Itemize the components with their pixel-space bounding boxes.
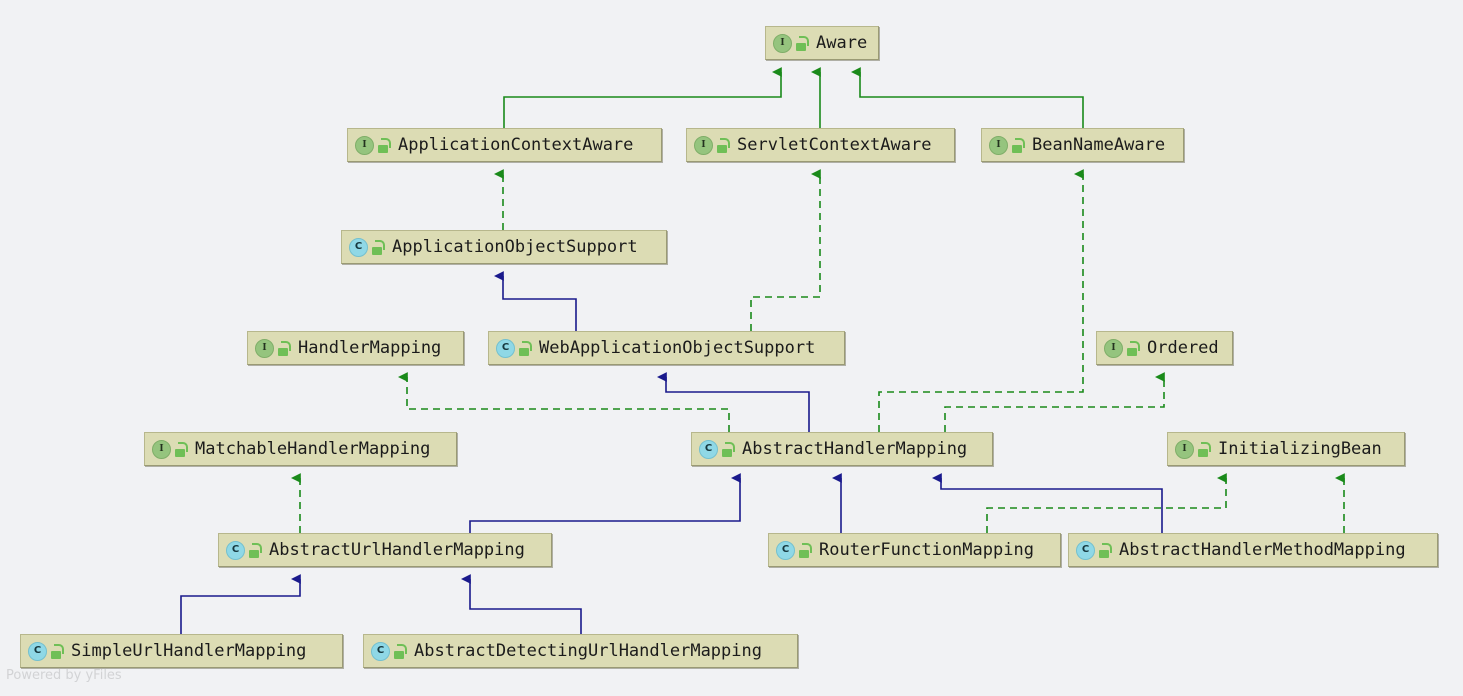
class-badge-icon: C — [371, 641, 390, 661]
interface-badge-icon: I — [989, 135, 1008, 155]
interface-badge-icon: I — [255, 338, 274, 358]
interface-badge-icon: I — [1104, 338, 1123, 358]
unlocked-padlock-icon — [248, 542, 262, 558]
unlocked-padlock-icon — [1197, 441, 1211, 457]
interface-badge-icon: I — [355, 135, 374, 155]
class-badge-icon: C — [1076, 540, 1095, 560]
edge-abstracthandlermapping-to-webapplicationobjectsupport — [656, 372, 810, 432]
edge-routerfunctionmapping-to-initializingbean — [986, 473, 1227, 533]
unlocked-padlock-icon — [393, 643, 407, 659]
node-handlermapping[interactable]: I HandlerMapping — [247, 331, 464, 365]
node-label: ApplicationContextAware — [398, 134, 634, 155]
edge-webapplicationobjectsupport-to-applicationobjectsupport — [493, 271, 577, 331]
node-label: AbstractHandlerMapping — [742, 438, 968, 459]
node-label: AbstractHandlerMethodMapping — [1119, 539, 1406, 560]
node-label: ApplicationObjectSupport — [392, 236, 638, 257]
node-servletctxaware[interactable]: I ServletContextAware — [686, 128, 955, 162]
node-label: Ordered — [1147, 337, 1219, 358]
interface-badge-icon: I — [773, 33, 792, 53]
edge-simpleurlhandlermapping-to-abstracturlhandlermapping — [180, 574, 301, 634]
node-label: InitializingBean — [1218, 438, 1382, 459]
unlocked-padlock-icon — [1011, 137, 1025, 153]
edge-beannameaware-to-aware — [850, 67, 1084, 128]
node-label: HandlerMapping — [298, 337, 442, 358]
unlocked-padlock-icon — [1098, 542, 1112, 558]
node-appobjsupport[interactable]: C ApplicationObjectSupport — [341, 230, 667, 264]
node-matchablehm[interactable]: I MatchableHandlerMapping — [144, 432, 457, 466]
node-label: MatchableHandlerMapping — [195, 438, 431, 459]
interface-badge-icon: I — [1175, 439, 1194, 459]
edge-abstracthandlermapping-to-handlermapping — [397, 372, 730, 432]
edge-abstracthandlermethodmapping-to-abstracthandlermapping — [931, 473, 1163, 533]
node-abstracthmm[interactable]: C AbstractHandlerMethodMapping — [1068, 533, 1438, 567]
edge-abstracturlhandlermapping-to-abstracthandlermapping — [469, 473, 741, 533]
edge-abstractdetectingurlhandlermapping-to-abstracturlhandlermapping — [460, 574, 582, 634]
node-abstracturlhm[interactable]: C AbstractUrlHandlerMapping — [218, 533, 552, 567]
node-appctxaware[interactable]: I ApplicationContextAware — [347, 128, 662, 162]
class-badge-icon: C — [28, 641, 47, 661]
node-label: SimpleUrlHandlerMapping — [71, 640, 307, 661]
interface-badge-icon: I — [152, 439, 171, 459]
class-badge-icon: C — [699, 439, 718, 459]
node-label: ServletContextAware — [737, 134, 932, 155]
unlocked-padlock-icon — [518, 340, 532, 356]
interface-badge-icon: I — [694, 135, 713, 155]
node-label: AbstractUrlHandlerMapping — [269, 539, 525, 560]
unlocked-padlock-icon — [716, 137, 730, 153]
unlocked-padlock-icon — [795, 35, 809, 51]
edge-applicationcontextaware-to-aware — [503, 67, 782, 128]
unlocked-padlock-icon — [377, 137, 391, 153]
unlocked-padlock-icon — [174, 441, 188, 457]
node-label: AbstractDetectingUrlHandlerMapping — [414, 640, 762, 661]
node-abstractdeturlhm[interactable]: C AbstractDetectingUrlHandlerMapping — [363, 634, 798, 668]
node-label: WebApplicationObjectSupport — [539, 337, 816, 358]
unlocked-padlock-icon — [50, 643, 64, 659]
unlocked-padlock-icon — [1126, 340, 1140, 356]
node-abstracthm[interactable]: C AbstractHandlerMapping — [691, 432, 993, 466]
node-label: RouterFunctionMapping — [819, 539, 1034, 560]
node-webappobjsupport[interactable]: C WebApplicationObjectSupport — [488, 331, 845, 365]
unlocked-padlock-icon — [277, 340, 291, 356]
node-label: BeanNameAware — [1032, 134, 1166, 155]
node-ordered[interactable]: I Ordered — [1096, 331, 1233, 365]
class-badge-icon: C — [226, 540, 245, 560]
class-badge-icon: C — [349, 237, 368, 257]
node-label: Aware — [816, 32, 868, 53]
unlocked-padlock-icon — [371, 239, 385, 255]
unlocked-padlock-icon — [798, 542, 812, 558]
yfiles-watermark: Powered by yFiles — [6, 668, 122, 683]
node-initializingbean[interactable]: I InitializingBean — [1167, 432, 1405, 466]
unlocked-padlock-icon — [721, 441, 735, 457]
class-badge-icon: C — [496, 338, 515, 358]
node-simpleurlhm[interactable]: C SimpleUrlHandlerMapping — [20, 634, 343, 668]
node-routerfnmapping[interactable]: C RouterFunctionMapping — [768, 533, 1061, 567]
edge-abstracthandlermapping-to-ordered — [944, 372, 1165, 432]
edge-abstracthandlermapping-to-beannameaware — [878, 169, 1084, 432]
node-beannameaware[interactable]: I BeanNameAware — [981, 128, 1184, 162]
edge-webapplicationobjectsupport-to-servletcontextaware — [750, 169, 821, 331]
class-badge-icon: C — [776, 540, 795, 560]
node-aware[interactable]: I Aware — [765, 26, 879, 60]
